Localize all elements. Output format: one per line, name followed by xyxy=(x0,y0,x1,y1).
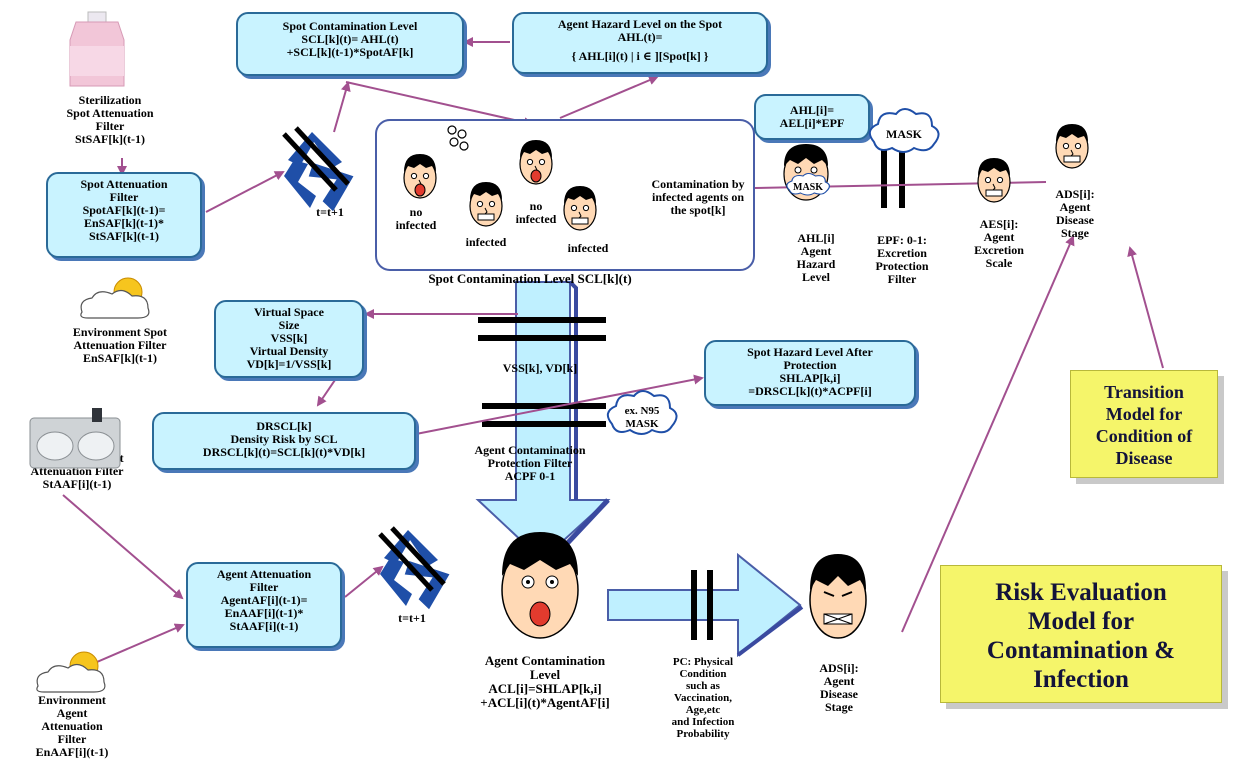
time-step-bottom-label: t=t+1 xyxy=(398,611,426,625)
n95-line-1: ex. N95 xyxy=(625,405,660,417)
infected-label-2: infected xyxy=(567,241,609,255)
filter-bars xyxy=(478,148,905,640)
ads-top-label: ADS[i]: Agent Disease Stage xyxy=(1055,187,1095,240)
n95-line-2: MASK xyxy=(626,418,659,430)
contamination-arrow-label: Contamination by infected agents on the … xyxy=(651,177,745,217)
physical-condition-label: PC: Physical Condition such as Vaccinati… xyxy=(671,656,735,740)
infected-label-1: infected xyxy=(465,235,507,249)
no-infected-label-2: no infected xyxy=(515,199,557,226)
face-no-infected-1 xyxy=(403,153,437,199)
no-infected-label-1: no infected xyxy=(395,205,437,232)
spot-hazard-level-after-protection-box: Spot Hazard Level After Protection SHLAP… xyxy=(704,340,916,406)
face-no-infected-2 xyxy=(519,139,553,185)
face-infected-2 xyxy=(563,185,597,231)
aes-face xyxy=(977,157,1011,203)
spot-contamination-caption: Spot Contamination Level SCL[k](t) xyxy=(428,271,632,286)
spot-attenuation-filter-box: Spot Attenuation Filter SpotAF[k](t-1)= … xyxy=(46,172,202,258)
sun-cloud-icon-bottom xyxy=(36,651,106,693)
transition-model-box: Transition Model for Condition of Diseas… xyxy=(1070,370,1218,478)
bottle-icon xyxy=(69,11,125,87)
density-risk-box: DRSCL[k] Density Risk by SCL DRSCL[k](t)… xyxy=(152,412,416,470)
environment-spot-label: Environment Spot Attenuation Filter EnSA… xyxy=(72,325,168,365)
environment-agent-label: Environment Agent Attenuation Filter EnA… xyxy=(35,693,109,759)
agent-face-large xyxy=(501,532,579,639)
mask-cloud-text: MASK xyxy=(886,127,923,141)
vss-vd-label: VSS[k], VD[k] xyxy=(502,361,578,375)
ads-bottom-label: ADS[i]: Agent Disease Stage xyxy=(819,661,859,714)
sterilization-spot-label: Sterilization Spot Attenuation Filter St… xyxy=(66,93,154,146)
spot-contamination-level-box: Spot Contamination Level SCL[k](t)= AHL(… xyxy=(236,12,464,76)
spot-container xyxy=(375,119,755,271)
ads-face-top xyxy=(1055,123,1089,169)
virtual-space-size-box: Virtual Space Size VSS[k] Virtual Densit… xyxy=(214,300,364,378)
agent-hazard-level-label: AHL[i] Agent Hazard Level xyxy=(796,231,836,284)
ads-face-bottom xyxy=(809,554,867,639)
agent-attenuation-filter-box: Agent Attenuation Filter AgentAF[i](t-1)… xyxy=(186,562,342,648)
epf-label: EPF: 0-1: Excretion Protection Filter xyxy=(875,233,929,286)
risk-evaluation-model-box: Risk Evaluation Model for Contamination … xyxy=(940,565,1222,703)
face-mask-text: MASK xyxy=(793,182,823,193)
recycle-slash-top xyxy=(282,126,350,192)
ahl-i-box: AHL[i]= AEL[i]*EPF xyxy=(754,94,870,140)
face-infected-1 xyxy=(469,181,503,227)
agent-contamination-level-label: Agent Contamination Level ACL[i]=SHLAP[k… xyxy=(480,653,610,710)
agent-hazard-level-spot-box: Agent Hazard Level on the Spot AHL(t)= {… xyxy=(512,12,768,74)
time-step-top-label: t=t+1 xyxy=(316,205,344,219)
virus-icon xyxy=(447,125,469,151)
acpf-label: Agent Contamination Protection Filter AC… xyxy=(474,443,586,483)
aes-label: AES[i]: Agent Excretion Scale xyxy=(974,217,1024,270)
funnel-arrow-horizontal xyxy=(607,552,804,658)
recycle-slash-bottom xyxy=(378,526,446,592)
sun-cloud-icon-top xyxy=(80,277,150,319)
sink-icon xyxy=(29,408,121,469)
